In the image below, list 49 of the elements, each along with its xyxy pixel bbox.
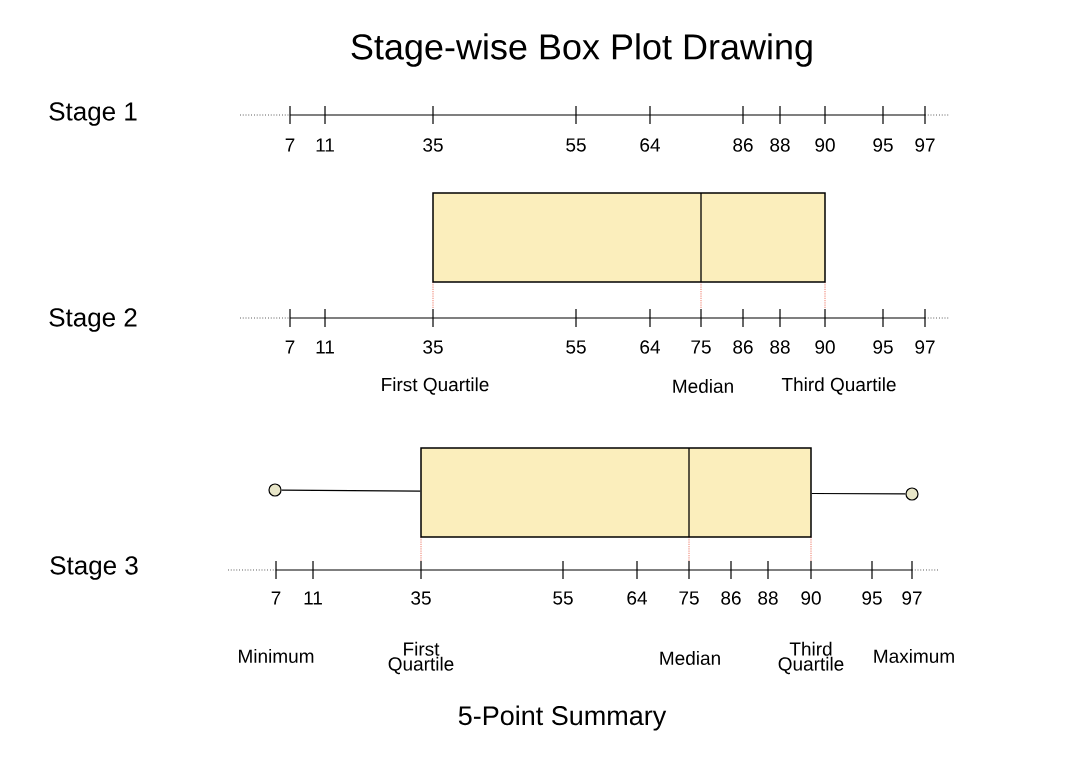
tick-label: 90 bbox=[801, 591, 821, 605]
tick-label: 90 bbox=[815, 340, 835, 354]
caption: 5-Point Summary bbox=[458, 705, 667, 731]
summary-label: Median bbox=[660, 651, 720, 665]
stage-label: Stage 1 bbox=[49, 102, 137, 126]
tick-label: 90 bbox=[815, 138, 835, 152]
tick-label: 7 bbox=[285, 138, 295, 152]
box bbox=[420, 447, 812, 538]
stage-label: Stage 3 bbox=[50, 556, 138, 580]
summary-label: Minimum bbox=[239, 649, 314, 663]
tick-label: 55 bbox=[566, 340, 586, 354]
tick-label: 64 bbox=[627, 591, 647, 605]
tick-label: 86 bbox=[733, 138, 753, 152]
tick-label: 64 bbox=[640, 340, 660, 354]
tick-label: 11 bbox=[316, 340, 334, 354]
summary-label: Maximum bbox=[874, 649, 954, 663]
tick-label: 97 bbox=[915, 340, 935, 354]
whisker-line bbox=[281, 489, 421, 492]
tick-label: 86 bbox=[721, 591, 741, 605]
summary-label: Third Quartile bbox=[778, 641, 844, 675]
box bbox=[432, 192, 826, 283]
summary-label: Third Quartile bbox=[781, 377, 896, 395]
tick-label: 55 bbox=[553, 591, 573, 605]
tick-label: 35 bbox=[423, 138, 443, 152]
tick-label: 11 bbox=[304, 591, 322, 605]
tick-label: 95 bbox=[873, 138, 893, 152]
tick-label: 7 bbox=[285, 340, 295, 354]
tick-label: 97 bbox=[915, 138, 935, 152]
tick-label: 7 bbox=[271, 591, 281, 605]
tick-label: 95 bbox=[873, 340, 893, 354]
tick-label: 35 bbox=[423, 340, 443, 354]
tick-label: 11 bbox=[316, 138, 334, 152]
tick-label: 97 bbox=[902, 591, 922, 605]
tick-label: 95 bbox=[862, 591, 882, 605]
tick-label: 75 bbox=[691, 340, 711, 354]
summary-label: First Quartile bbox=[382, 377, 489, 395]
tick-label: 86 bbox=[733, 340, 753, 354]
summary-label: Median bbox=[673, 379, 733, 393]
whisker-line bbox=[811, 492, 906, 495]
tick-label: 88 bbox=[770, 340, 790, 354]
title: Stage-wise Box Plot Drawing bbox=[351, 33, 812, 67]
tick-label: 35 bbox=[411, 591, 431, 605]
summary-label: First Quartile bbox=[388, 641, 454, 675]
tick-label: 88 bbox=[770, 138, 790, 152]
tick-label: 75 bbox=[679, 591, 699, 605]
tick-label: 88 bbox=[758, 591, 778, 605]
tick-label: 55 bbox=[566, 138, 586, 152]
stage-label: Stage 2 bbox=[49, 308, 137, 332]
tick-label: 64 bbox=[640, 138, 660, 152]
